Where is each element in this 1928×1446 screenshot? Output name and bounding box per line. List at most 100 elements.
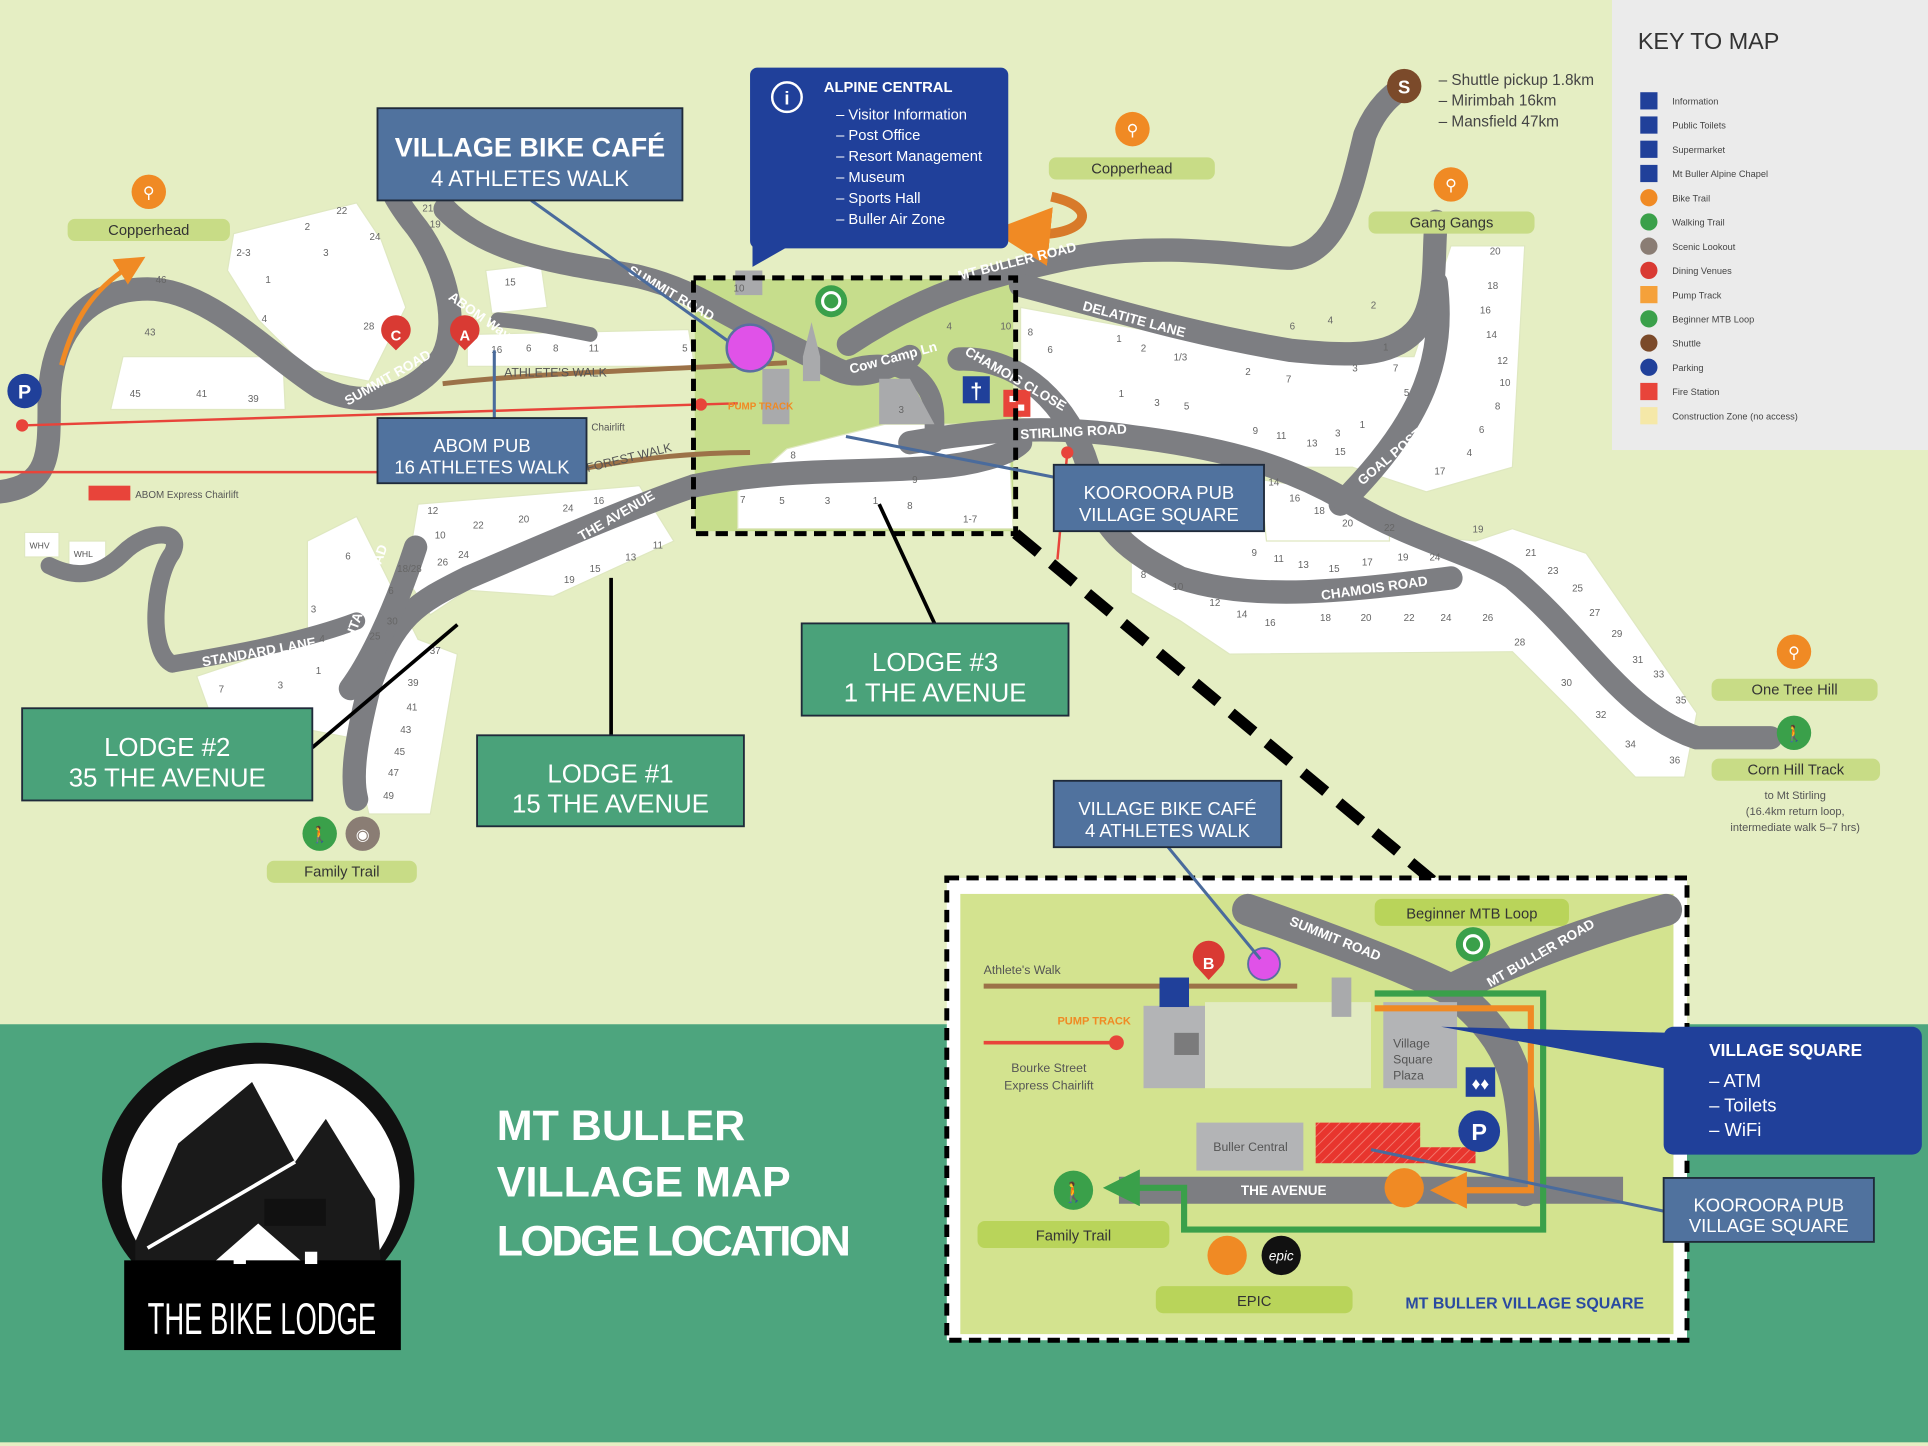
bike-trail-icon <box>1207 1235 1247 1276</box>
dining-marker-b: B <box>1192 940 1225 980</box>
lot-number: 8 <box>1028 328 1034 339</box>
dining-icon <box>1640 261 1658 279</box>
key-item: Walking Trail <box>1640 213 1725 231</box>
key-label: Parking <box>1672 363 1703 373</box>
corn-hill-note: (16.4km return loop, <box>1746 806 1845 818</box>
alpine-central-item: – Visitor Information <box>836 107 967 123</box>
svg-text:P: P <box>1471 1119 1487 1145</box>
scenic-lookout-icon-glyph: ◉ <box>356 827 370 844</box>
toilets-icon <box>1465 1067 1496 1097</box>
lot-number: 20 <box>1361 613 1372 624</box>
lodge-2-callout-line2: 35 THE AVENUE <box>69 764 266 792</box>
alpine-central-title: ALPINE CENTRAL <box>824 80 953 96</box>
alpine-central-item: – Buller Air Zone <box>836 212 945 228</box>
village-bike-cafe-inset-callout-line2: 4 ATHLETES WALK <box>1085 820 1251 841</box>
lot-number: 17 <box>1362 558 1373 569</box>
lot-number: 6 <box>1047 345 1053 356</box>
bike-trail-icon <box>1640 189 1658 207</box>
epic-label: EPIC <box>1237 1294 1272 1310</box>
lot-number: 8 <box>907 501 913 512</box>
inset-family-trail: Family Trail <box>1036 1229 1111 1245</box>
whv-label: WHV <box>30 540 50 550</box>
family-trail-label: Family Trail <box>304 865 379 881</box>
lot-number: 5 <box>1184 401 1190 412</box>
lot-number: 3 <box>323 248 329 259</box>
lot-number: 15 <box>1335 447 1346 458</box>
title-line-1: MT BULLER <box>497 1102 746 1150</box>
abom-pub-callout-line2: 16 ATHLETES WALK <box>394 456 570 477</box>
village-square-item: – WiFi <box>1709 1119 1761 1140</box>
svg-text:†: † <box>970 378 982 403</box>
key-item: Scenic Lookout <box>1640 237 1736 255</box>
lot-number: 21 <box>422 203 433 214</box>
key-label: Dining Venues <box>1672 266 1732 276</box>
lot-number: 16 <box>1265 618 1276 629</box>
lot-number: 4 <box>947 322 953 333</box>
information-icon <box>770 81 803 114</box>
lot-number: 21 <box>1525 548 1536 559</box>
key-label: Beginner MTB Loop <box>1672 315 1754 325</box>
trails: Copperhead⚲Copperhead⚲Gang Gangs⚲One Tre… <box>67 111 1881 883</box>
key-item: Mt Buller Alpine Chapel <box>1640 164 1768 183</box>
shuttle-destination: – Mansfield 47km <box>1439 114 1559 131</box>
title-line-3: LODGE LOCATION <box>497 1217 851 1265</box>
lot-number: 22 <box>336 206 347 217</box>
lot-number: 24 <box>563 504 574 515</box>
inset-caption: MT BULLER VILLAGE SQUARE <box>1405 1295 1644 1312</box>
bike-trail-icon-glyph: ⚲ <box>143 185 155 202</box>
construction-zone-icon <box>1640 407 1658 425</box>
copperhead-trail-label: Copperhead <box>108 223 189 239</box>
lot-number: 39 <box>248 394 259 405</box>
lot-number: 22 <box>473 521 484 532</box>
lot-number: 14 <box>1236 609 1247 620</box>
lot-number: 26 <box>437 558 448 569</box>
bike-trail-icon <box>1384 1168 1424 1208</box>
lot-number: 37 <box>430 646 441 657</box>
lot-number: 3 <box>1154 398 1160 409</box>
lot-number: 6 <box>345 551 351 562</box>
lot-number: 12 <box>1209 598 1220 609</box>
key-label: Construction Zone (no access) <box>1672 411 1798 421</box>
lot-number: 35 <box>1675 695 1686 706</box>
svg-text:S: S <box>1398 76 1410 97</box>
athletes-walk-label: ATHLETE'S WALK <box>504 365 607 379</box>
corn-hill-track-pill <box>1711 758 1881 781</box>
lot-number: 10 <box>435 531 446 542</box>
key-label: Supermarket <box>1672 145 1725 155</box>
chairlift-label: Chairlift <box>591 422 625 433</box>
lot-number: 11 <box>1276 431 1286 442</box>
lot-number: 8 <box>1495 401 1501 412</box>
scenic-lookout-icon <box>345 816 380 851</box>
lot-number: 24 <box>458 550 469 561</box>
lot-number: 3 <box>899 405 905 416</box>
walks-and-lifts <box>0 191 1087 560</box>
title-line-2: VILLAGE MAP <box>497 1158 791 1206</box>
corn-hill-track-label: Corn Hill Track <box>1747 763 1844 779</box>
lot-number: 12 <box>427 506 438 517</box>
lot-number: 34 <box>1625 740 1636 751</box>
bike-trail-icon <box>131 174 166 210</box>
epic-logo <box>1261 1235 1301 1276</box>
village-square-item: – ATM <box>1709 1070 1761 1091</box>
lot-number: 49 <box>383 791 394 802</box>
kooroora-pub-inset-callout-line2: VILLAGE SQUARE <box>1689 1215 1849 1236</box>
bike-trail-icon <box>1433 167 1469 202</box>
walking-trail-icon-glyph: 🚶 <box>1784 724 1804 743</box>
lodge-3-callout-line1: LODGE #3 <box>872 649 998 677</box>
key-item: Beginner MTB Loop <box>1640 310 1754 328</box>
clock-tower-icon <box>1331 977 1352 1017</box>
lot-number: 26 <box>1482 613 1493 624</box>
lot-number: 16 <box>491 345 502 356</box>
key-item: Shuttle <box>1640 334 1701 352</box>
lot-number: 30 <box>387 617 398 628</box>
shuttle-icon <box>1386 68 1422 104</box>
lot-number: 2 <box>1245 367 1250 378</box>
inset-the-avenue: THE AVENUE <box>1241 1183 1327 1198</box>
family-trail-pill <box>266 860 417 883</box>
svg-text:i: i <box>784 88 789 109</box>
lot-number: 30 <box>1561 678 1572 689</box>
mtb-loop-icon <box>1455 927 1491 962</box>
lot-number: 32 <box>1595 710 1606 721</box>
